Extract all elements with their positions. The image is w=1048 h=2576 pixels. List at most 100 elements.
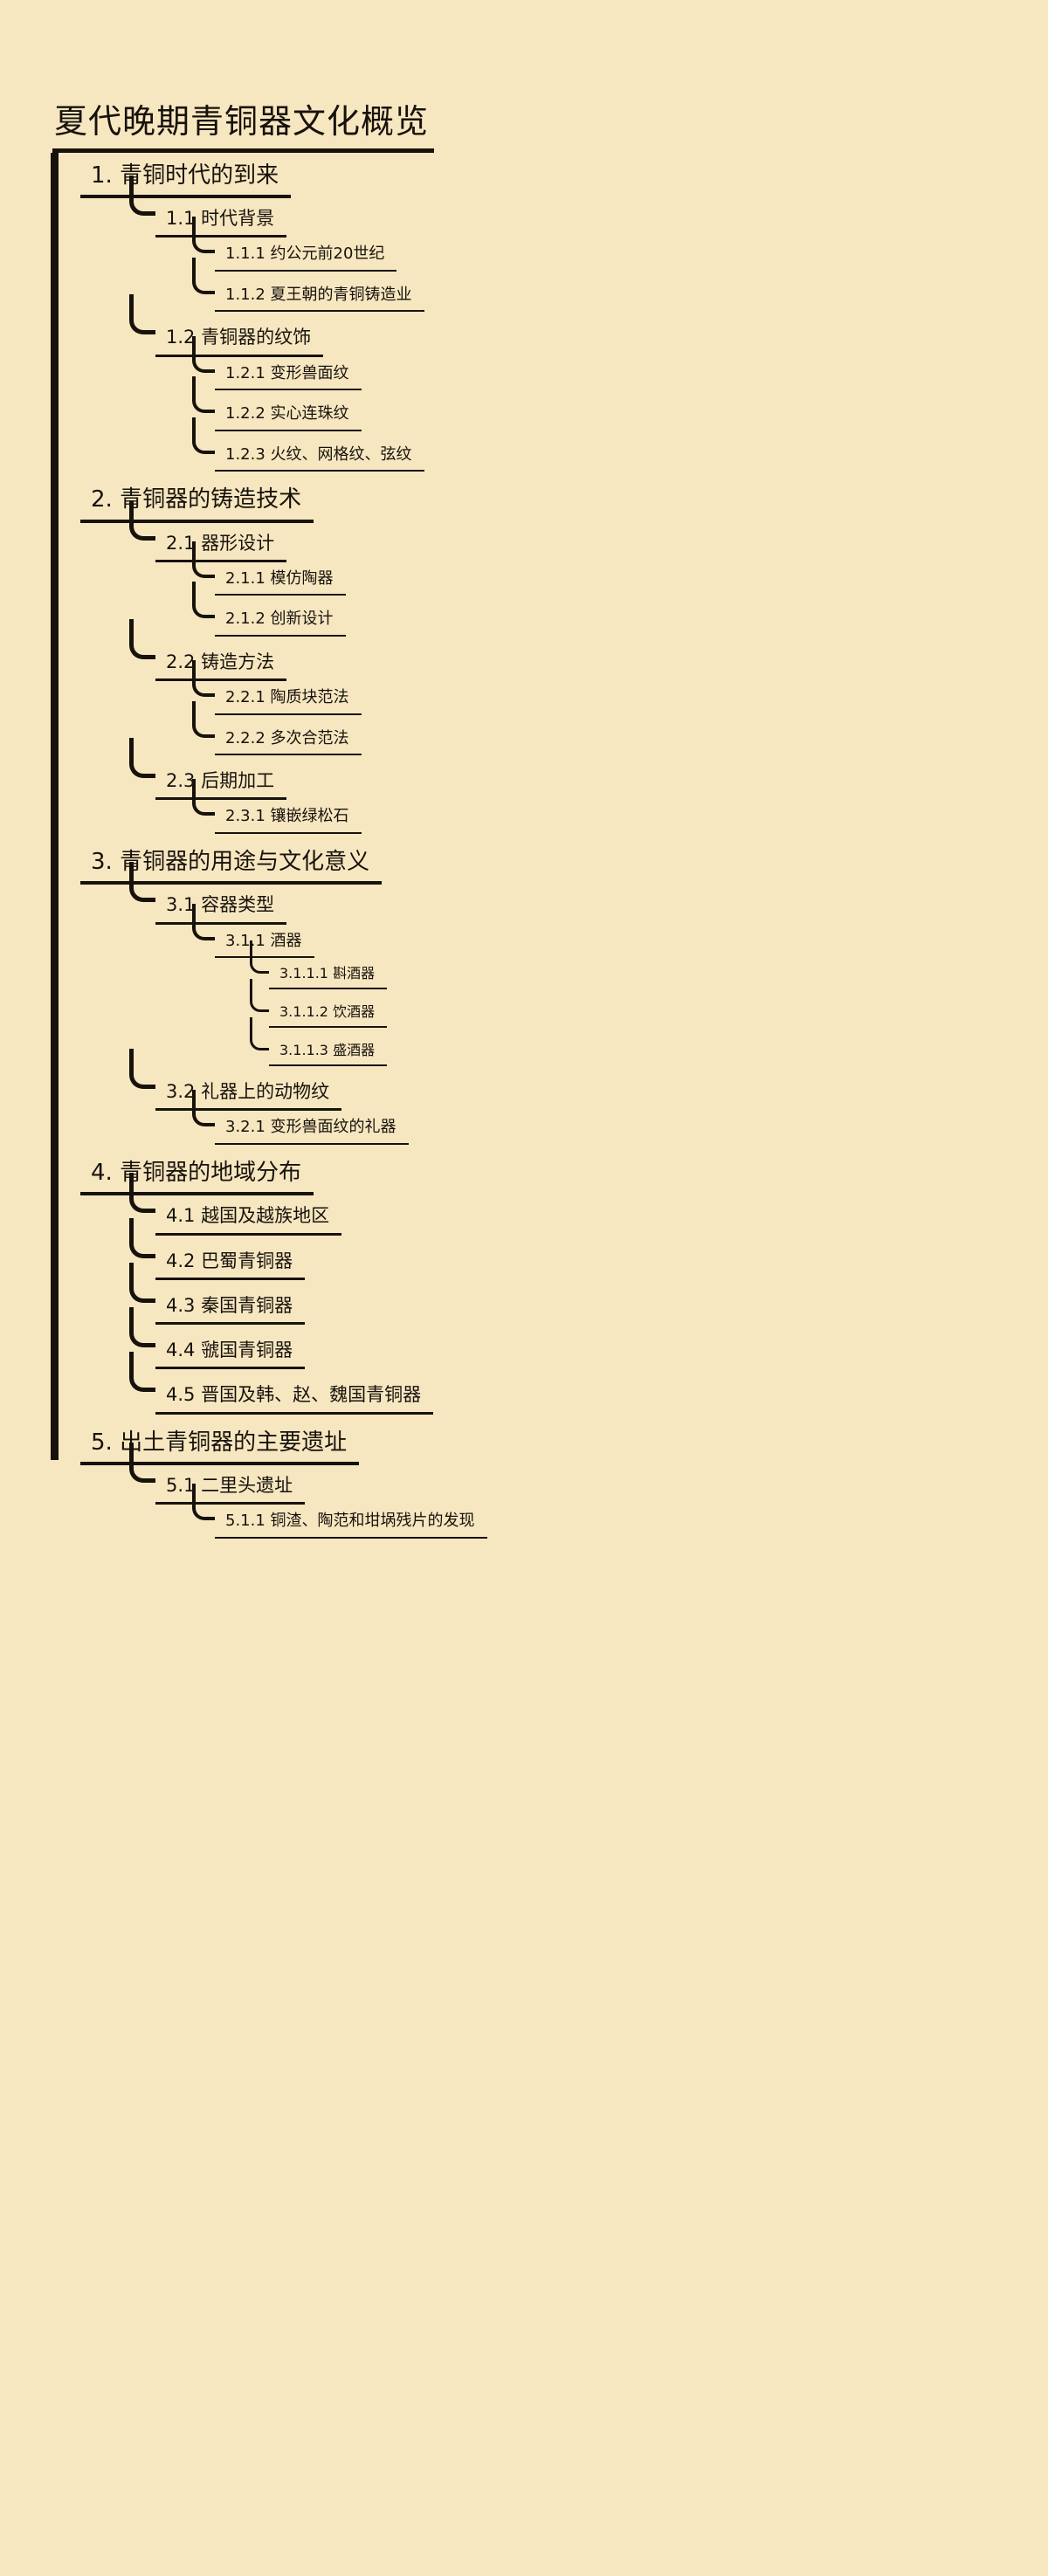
mindmap-node[interactable]: 1.2.1 变形兽面纹 xyxy=(192,336,1048,391)
mindmap-node[interactable]: 4.2 巴蜀青铜器 xyxy=(129,1217,1048,1280)
mindmap-node[interactable]: 1.1.1 约公元前20世纪 xyxy=(192,217,1048,272)
node-row[interactable]: 5.1 二里头遗址 xyxy=(129,1442,1048,1505)
node-row[interactable]: 1.1.2 夏王朝的青铜铸造业 xyxy=(192,258,1048,313)
node-3-1-1-2-label: 3.1.1.2 饮酒器 xyxy=(269,1002,388,1029)
node-3-1-1-label: 3.1.1 酒器 xyxy=(215,930,314,959)
mindmap-node[interactable]: 2.2.2 多次合范法 xyxy=(192,701,1048,756)
node-row[interactable]: 3.1.1 酒器 xyxy=(192,904,1048,959)
mindmap-node[interactable]: 4.1 越国及越族地区 xyxy=(129,1173,1048,1236)
mindmap-node[interactable]: 2.2.1 陶质块范法 xyxy=(192,660,1048,715)
node-3--label: 3. 青铜器的用途与文化意义 xyxy=(80,846,383,885)
mindmap-node[interactable]: 2.1.1 模仿陶器 xyxy=(192,541,1048,596)
node-4-3-label: 4.3 秦国青铜器 xyxy=(155,1292,306,1326)
node-1-1-2-label: 1.1.2 夏王朝的青铜铸造业 xyxy=(215,284,424,313)
mindmap-node[interactable]: 3.1.1.2 饮酒器 xyxy=(250,979,1048,1029)
mindmap-node[interactable]: 1.2.2 实心连珠纹 xyxy=(192,376,1048,431)
node-row[interactable]: 4. 青铜器的地域分布 xyxy=(80,1157,1048,1196)
node-row[interactable]: 1.2.3 火纹、网格纹、弦纹 xyxy=(192,417,1048,472)
node-3-1-label: 3.1 容器类型 xyxy=(155,892,287,925)
node-row[interactable]: 2. 青铜器的铸造技术 xyxy=(80,484,1048,523)
node-row[interactable]: 3.1.1.1 斟酒器 xyxy=(250,940,1048,990)
node-row[interactable]: 1.1.1 约公元前20世纪 xyxy=(192,217,1048,272)
node-row[interactable]: 2.2.2 多次合范法 xyxy=(192,701,1048,756)
node-row[interactable]: 2.3 后期加工 xyxy=(129,737,1048,801)
mindmap-node[interactable]: 3.1.1.1 斟酒器 xyxy=(250,940,1048,990)
node-row[interactable]: 4.1 越国及越族地区 xyxy=(129,1173,1048,1236)
node-row[interactable]: 4.3 秦国青铜器 xyxy=(129,1262,1048,1326)
mindmap-node[interactable]: 2.3.1 镶嵌绿松石 xyxy=(192,779,1048,834)
node-3-2-1-label: 3.2.1 变形兽面纹的礼器 xyxy=(215,1116,409,1145)
node-row[interactable]: 2.1.1 模仿陶器 xyxy=(192,541,1048,596)
node-2-3-1-label: 2.3.1 镶嵌绿松石 xyxy=(215,805,362,834)
node-row[interactable]: 1.2.2 实心连珠纹 xyxy=(192,376,1048,431)
mindmap-node[interactable]: 1.1.2 夏王朝的青铜铸造业 xyxy=(192,258,1048,313)
node-2-2-label: 2.2 铸造方法 xyxy=(155,649,287,682)
node-row[interactable]: 2.3.1 镶嵌绿松石 xyxy=(192,779,1048,834)
node-row[interactable]: 2.1 器形设计 xyxy=(129,499,1048,562)
branch-level-3: 1.1.1 约公元前20世纪 1.1.2 夏王朝的青铜铸造业 xyxy=(192,217,1048,313)
node-row[interactable]: 5.1.1 铜渣、陶范和坩埚残片的发现 xyxy=(192,1484,1048,1539)
node-row[interactable]: 3.1.1.2 饮酒器 xyxy=(250,979,1048,1029)
node-2-2-1-label: 2.2.1 陶质块范法 xyxy=(215,686,362,715)
mindmap-node[interactable]: 4.4 虢国青铜器 xyxy=(129,1306,1048,1370)
node-row[interactable]: 4.4 虢国青铜器 xyxy=(129,1306,1048,1370)
node-row[interactable]: 1.2 青铜器的纹饰 xyxy=(129,294,1048,357)
mindmap-node[interactable]: 2.3 后期加工 2.3.1 镶嵌绿松石 xyxy=(129,737,1048,834)
node-4--label: 4. 青铜器的地域分布 xyxy=(80,1157,314,1196)
node-5-1-label: 5.1 二里头遗址 xyxy=(155,1472,306,1505)
node-row[interactable]: 4.5 晋国及韩、赵、魏国青铜器 xyxy=(129,1352,1048,1415)
node-row[interactable]: 1.1 时代背景 xyxy=(129,175,1048,238)
mindmap-node[interactable]: 4.5 晋国及韩、赵、魏国青铜器 xyxy=(129,1352,1048,1415)
node-row[interactable]: 1.2.1 变形兽面纹 xyxy=(192,336,1048,391)
mindmap-node[interactable]: 3.2 礼器上的动物纹 3.2.1 变形兽面纹的礼器 xyxy=(129,1048,1048,1145)
mindmap-node[interactable]: 3.2.1 变形兽面纹的礼器 xyxy=(192,1090,1048,1145)
mindmap-node[interactable]: 1.2.3 火纹、网格纹、弦纹 xyxy=(192,417,1048,472)
node-1-1-1-label: 1.1.1 约公元前20世纪 xyxy=(215,243,397,272)
bottom-spacer xyxy=(0,1539,1048,1591)
node-row[interactable]: 1. 青铜时代的到来 xyxy=(80,160,1048,199)
node-row[interactable]: 3.2 礼器上的动物纹 xyxy=(129,1048,1048,1112)
branch-level-3: 3.2.1 变形兽面纹的礼器 xyxy=(192,1090,1048,1145)
node-1-2-3-label: 1.2.3 火纹、网格纹、弦纹 xyxy=(215,444,424,472)
node-row[interactable]: 2.2.1 陶质块范法 xyxy=(192,660,1048,715)
node-row[interactable]: 3.1.1.3 盛酒器 xyxy=(250,1017,1048,1067)
node-3-1-1-1-label: 3.1.1.1 斟酒器 xyxy=(269,963,388,990)
node-row[interactable]: 2.2 铸造方法 xyxy=(129,618,1048,682)
mindmap-node[interactable]: 3.1.1.3 盛酒器 xyxy=(250,1017,1048,1067)
main-trunk xyxy=(51,152,59,1461)
mindmap-node[interactable]: 5.1.1 铜渣、陶范和坩埚残片的发现 xyxy=(192,1484,1048,1539)
node-1--label: 1. 青铜时代的到来 xyxy=(80,160,292,199)
node-row[interactable]: 5. 出土青铜器的主要遗址 xyxy=(80,1427,1048,1466)
node-row[interactable]: 3. 青铜器的用途与文化意义 xyxy=(80,846,1048,885)
node-4-1-label: 4.1 越国及越族地区 xyxy=(155,1202,342,1236)
node-2-1-label: 2.1 器形设计 xyxy=(155,530,287,562)
node-row[interactable]: 3.1 容器类型 xyxy=(129,862,1048,925)
mindmap-node[interactable]: 1.1 时代背景 1.1.1 约公元前20世纪 1.1.2 夏王朝的青铜铸造业 xyxy=(129,175,1048,313)
node-row[interactable]: 4.2 巴蜀青铜器 xyxy=(129,1217,1048,1280)
node-row[interactable]: 3.2.1 变形兽面纹的礼器 xyxy=(192,1090,1048,1145)
node-row[interactable]: 2.1.2 创新设计 xyxy=(192,582,1048,637)
node-3-2-label: 3.2 礼器上的动物纹 xyxy=(155,1078,342,1112)
node-5--label: 5. 出土青铜器的主要遗址 xyxy=(80,1427,360,1466)
mindmap-node[interactable]: 4.3 秦国青铜器 xyxy=(129,1262,1048,1326)
mindmap-node[interactable]: 2.1.2 创新设计 xyxy=(192,582,1048,637)
